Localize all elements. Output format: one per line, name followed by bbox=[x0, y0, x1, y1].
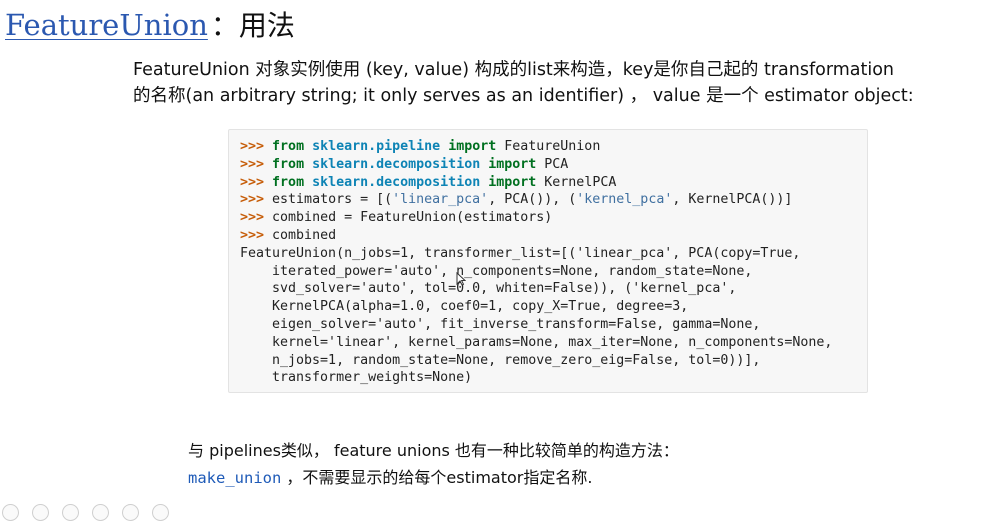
description-line: FeatureUnion 对象实例使用 (key, value) 构成的list… bbox=[133, 60, 895, 80]
code-prompt: >>> bbox=[240, 210, 265, 226]
code-keyword: import bbox=[448, 139, 497, 154]
code-module: sklearn.decomposition bbox=[312, 156, 481, 172]
code-text: combined bbox=[264, 227, 337, 243]
make-union-link[interactable]: make_union bbox=[188, 469, 282, 487]
code-keyword: from bbox=[272, 156, 305, 172]
code-keyword: import bbox=[488, 174, 537, 190]
code-keyword: from bbox=[272, 139, 305, 154]
bottom-line-2-text: ，不需要显示的给每个estimator指定名称. bbox=[281, 468, 593, 487]
description-paragraph: FeatureUnion 对象实例使用 (key, value) 构成的list… bbox=[133, 57, 998, 109]
title-link[interactable]: FeatureUnion bbox=[5, 8, 208, 42]
code-name: FeatureUnion bbox=[496, 139, 601, 154]
code-prompt: >>> bbox=[240, 192, 265, 208]
code-keyword: from bbox=[272, 174, 305, 190]
code-module: sklearn.decomposition bbox=[312, 174, 481, 190]
code-name: PCA bbox=[536, 156, 569, 172]
code-keyword: import bbox=[488, 156, 537, 172]
code-output-line: svd_solver='auto', tol=0.0, whiten=False… bbox=[240, 281, 737, 297]
description-line: 的名称(an arbitrary string; it only serves … bbox=[133, 86, 914, 106]
code-block: >>> from sklearn.pipeline import Feature… bbox=[228, 129, 868, 393]
code-string: 'linear_pca' bbox=[392, 192, 489, 208]
code-prompt: >>> bbox=[240, 174, 265, 190]
bottom-note: 与 pipelines类似， feature unions 也有一种比较简单的构… bbox=[188, 437, 679, 492]
code-text: , PCA()), ( bbox=[488, 192, 577, 208]
code-name: KernelPCA bbox=[536, 174, 617, 190]
slide-title: FeatureUnion：用法 bbox=[5, 4, 295, 48]
code-output-line: transformer_weights=None) bbox=[240, 370, 473, 386]
code-text: , KernelPCA())] bbox=[672, 192, 793, 208]
code-text: combined = FeatureUnion(estimators) bbox=[264, 210, 553, 226]
bottom-line-1: 与 pipelines类似， feature unions 也有一种比较简单的构… bbox=[188, 441, 679, 460]
code-module: sklearn.pipeline bbox=[312, 139, 441, 154]
code-listing: >>> from sklearn.pipeline import Feature… bbox=[240, 138, 832, 387]
title-suffix: ：用法 bbox=[210, 9, 295, 42]
code-output-line: n_jobs=1, random_state=None, remove_zero… bbox=[240, 352, 761, 368]
code-text: estimators = [( bbox=[264, 192, 393, 208]
player-controls bbox=[0, 500, 200, 521]
mouse-cursor-icon bbox=[456, 271, 467, 286]
code-prompt: >>> bbox=[240, 156, 265, 172]
code-output-line: eigen_solver='auto', fit_inverse_transfo… bbox=[240, 316, 761, 332]
code-prompt: >>> bbox=[240, 139, 265, 154]
code-output-line: KernelPCA(alpha=1.0, coef0=1, copy_X=Tru… bbox=[240, 299, 689, 315]
bottom-line-2: make_union ，不需要显示的给每个estimator指定名称. bbox=[188, 464, 679, 492]
code-output-line: FeatureUnion(n_jobs=1, transformer_list=… bbox=[240, 245, 801, 261]
code-string: 'kernel_pca' bbox=[576, 192, 673, 208]
code-output-line: iterated_power='auto', n_components=None… bbox=[240, 263, 753, 279]
code-output-line: kernel='linear', kernel_params=None, max… bbox=[240, 334, 833, 350]
code-prompt: >>> bbox=[240, 227, 265, 243]
